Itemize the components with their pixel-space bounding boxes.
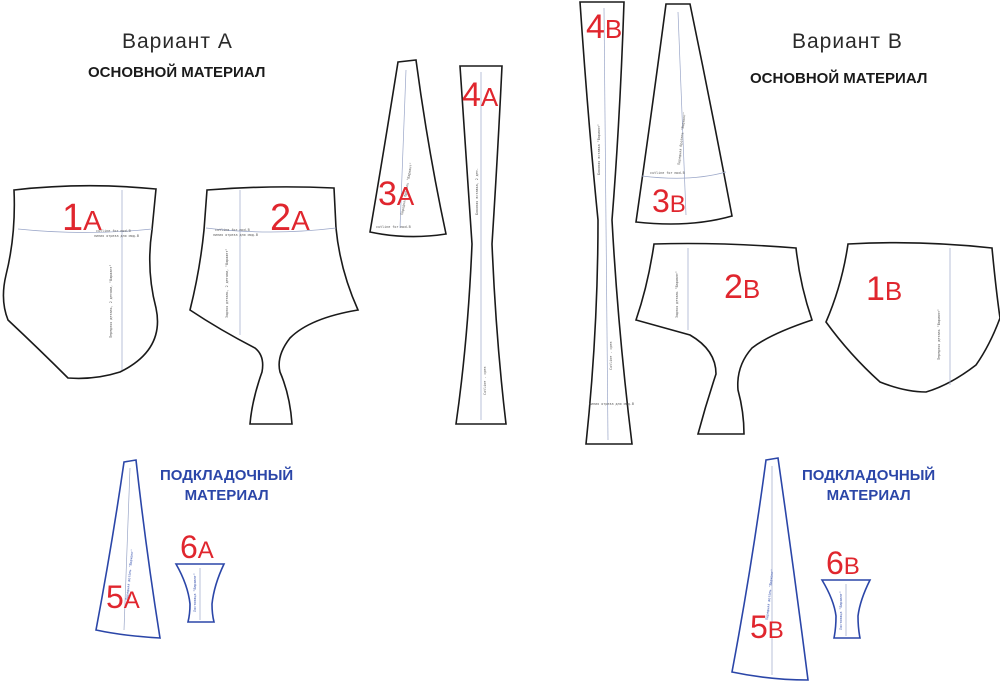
svg-text:линия отреза для мод.B: линия отреза для мод.B xyxy=(213,233,258,237)
variant-b-main-material-heading: ОСНОВНОЙ МАТЕРИАЛ xyxy=(750,70,928,87)
piece-3b: cutline for mod.B Передняя бретель "Вари… xyxy=(635,3,733,225)
piece-2a: cutline for mod.B линия отреза для мод.B… xyxy=(189,186,360,425)
svg-text:Ластовица "Вариант": Ластовица "Вариант" xyxy=(839,591,843,630)
piece-label: 3A xyxy=(378,175,415,213)
piece-label: 2B xyxy=(724,268,760,306)
svg-text:Передняя бретель "Вариант": Передняя бретель "Вариант" xyxy=(676,112,687,165)
piece-label: 5B xyxy=(750,609,784,645)
piece-1a: cutline for mod.B линия отреза для мод.B… xyxy=(2,184,159,380)
piece-label: 4B xyxy=(586,8,622,46)
piece-4a: Боковая вставка, 2 дет. Cutline - срез 4… xyxy=(455,65,507,425)
piece-label: 5A xyxy=(106,579,140,615)
svg-text:линия отреза для мод.B: линия отреза для мод.B xyxy=(589,402,634,406)
svg-text:Cutline - срез: Cutline - срез xyxy=(609,341,613,370)
piece-label: 1A xyxy=(62,197,102,239)
variant-b-lining-heading: ПОДКЛАДОЧНЫЙ МАТЕРИАЛ xyxy=(802,466,935,506)
svg-text:cutline for mod.B: cutline for mod.B xyxy=(376,225,411,229)
piece-4b: Боковая вставка "Вариант" Cutline - срез… xyxy=(579,1,634,445)
svg-text:Задняя деталь, 2 детали, "Вари: Задняя деталь, 2 детали, "Вариант" xyxy=(225,249,229,318)
lining-heading-line2: МАТЕРИАЛ xyxy=(826,487,911,504)
svg-text:линия отреза для мод.B: линия отреза для мод.B xyxy=(94,234,139,238)
svg-text:Боковая вставка, 2 дет.: Боковая вставка, 2 дет. xyxy=(475,168,479,215)
lining-heading-line1: ПОДКЛАДОЧНЫЙ xyxy=(802,467,936,484)
svg-text:Боковая вставка "Вариант": Боковая вставка "Вариант" xyxy=(597,124,601,175)
svg-text:Cutline - срез: Cutline - срез xyxy=(483,366,487,395)
lining-heading-line2: МАТЕРИАЛ xyxy=(184,487,269,504)
svg-text:Передняя деталь, 2 детали, "Ва: Передняя деталь, 2 детали, "Вариант" xyxy=(109,265,113,339)
svg-text:Передняя деталь "Вариант": Передняя деталь "Вариант" xyxy=(937,309,941,360)
piece-6a: Ластовица "Вариант" 6A xyxy=(174,529,226,623)
svg-text:Передняя деталь "Вариант": Передняя деталь "Вариант" xyxy=(765,569,774,620)
piece-1b: Передняя деталь "Вариант" 1B xyxy=(825,241,1000,393)
variant-a-main-material-heading: ОСНОВНОЙ МАТЕРИАЛ xyxy=(88,64,266,81)
variant-a-title: Вариант A xyxy=(122,30,233,53)
piece-label: 1B xyxy=(866,270,902,308)
svg-text:cutline for mod.B: cutline for mod.B xyxy=(215,228,250,232)
piece-5a: Передняя деталь "Вариант" 5A xyxy=(95,459,161,639)
variant-b-title: Вариант B xyxy=(792,30,903,53)
piece-label: 6B xyxy=(826,545,860,581)
piece-2b: Задняя деталь "Вариант" 2B xyxy=(634,242,814,435)
piece-3a: cutline for mod.B Передняя бретель "Вари… xyxy=(369,59,447,238)
svg-text:cutline for mod.B: cutline for mod.B xyxy=(650,171,685,175)
svg-text:Задняя деталь "Вариант": Задняя деталь "Вариант" xyxy=(675,271,679,318)
piece-6b: Ластовица "Вариант" 6B xyxy=(820,545,872,639)
variant-a-lining-heading: ПОДКЛАДОЧНЫЙ МАТЕРИАЛ xyxy=(160,466,293,506)
svg-text:cutline for mod.B: cutline for mod.B xyxy=(96,229,131,233)
piece-label: 3B xyxy=(652,183,686,219)
piece-label: 4A xyxy=(462,76,499,114)
piece-5b: Передняя деталь "Вариант" 5B xyxy=(731,457,809,681)
piece-label: 6A xyxy=(180,529,214,565)
svg-text:Ластовица "Вариант": Ластовица "Вариант" xyxy=(193,573,197,612)
piece-label: 2A xyxy=(270,197,310,239)
svg-text:Передняя деталь "Вариант": Передняя деталь "Вариант" xyxy=(125,549,134,600)
lining-heading-line1: ПОДКЛАДОЧНЫЙ xyxy=(160,467,294,484)
